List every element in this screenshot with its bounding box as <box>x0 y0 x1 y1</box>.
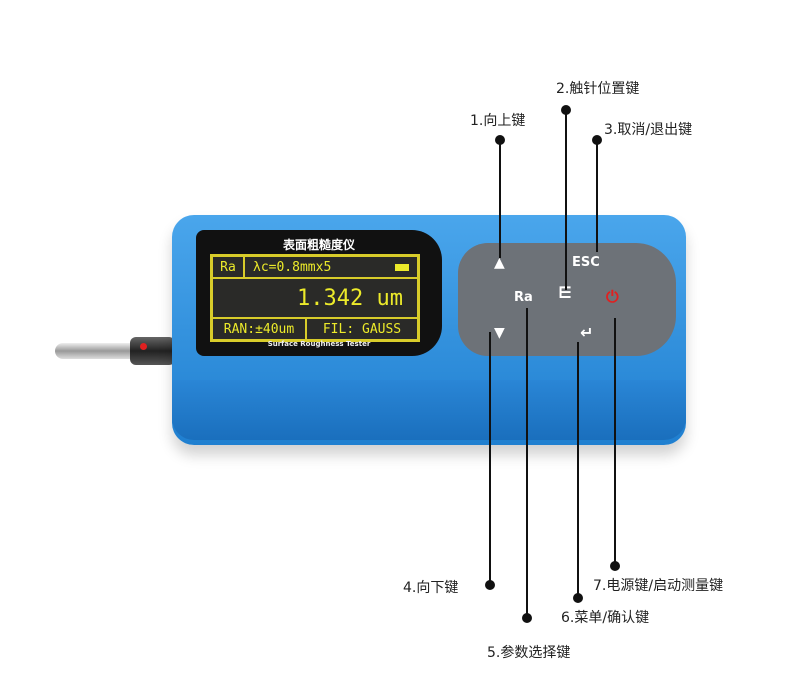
battery-icon <box>395 263 409 271</box>
esc-key[interactable]: ESC <box>572 255 600 270</box>
ra-key[interactable]: Ra <box>514 290 533 305</box>
device-base <box>172 380 686 440</box>
device-screen: 表面粗糙度仪 Ra λc=0.8mmx5 1.342 um RAN:±40um … <box>196 230 442 356</box>
probe-collar <box>130 337 175 365</box>
label-param-key: 5.参数选择键 <box>487 645 571 661</box>
label-esc-key: 3.取消/退出键 <box>604 122 693 138</box>
label-menu-key: 6.菜单/确认键 <box>561 610 650 626</box>
lcd-cutoff: λc=0.8mmx5 <box>244 256 418 278</box>
up-key[interactable]: ▲ <box>494 255 505 271</box>
label-power-key: 7.电源键/启动测量键 <box>593 578 724 594</box>
cutoff-text: λc=0.8mmx5 <box>253 259 332 275</box>
label-down-key: 4.向下键 <box>403 580 459 596</box>
lcd-display: Ra λc=0.8mmx5 1.342 um RAN:±40um FIL: GA… <box>210 254 420 342</box>
device-title: 表面粗糙度仪 <box>282 238 355 252</box>
lcd-value: 1.342 um <box>212 278 418 318</box>
label-probe-position-key: 2.触针位置键 <box>556 81 640 97</box>
lcd-filter: FIL: GAUSS <box>306 318 418 340</box>
stylus-probe <box>55 343 145 359</box>
down-key[interactable]: ▼ <box>494 325 505 341</box>
power-key[interactable]: ⏻ <box>606 287 619 306</box>
lcd-range: RAN:±40um <box>212 318 306 340</box>
probe-position-key[interactable]: ⋿ <box>558 283 573 302</box>
label-up-key: 1.向上键 <box>470 113 526 129</box>
device-subtitle: Surface Roughness Tester <box>267 340 371 348</box>
enter-key[interactable]: ↵ <box>580 323 594 342</box>
lcd-param: Ra <box>212 256 244 278</box>
